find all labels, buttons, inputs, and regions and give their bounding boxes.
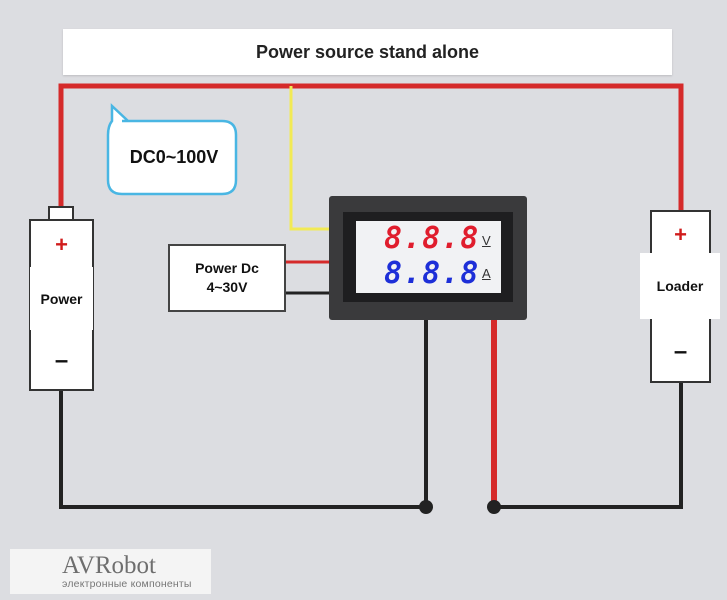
power-dc-box: Power Dc 4~30V	[168, 244, 286, 312]
meter-display	[356, 221, 501, 293]
loader-minus-sign: –	[673, 338, 688, 365]
title-banner: Power source stand alone	[63, 29, 672, 75]
power-battery-cap	[48, 206, 74, 221]
power-dc-range: 4~30V	[206, 279, 248, 295]
loader-plus-sign: +	[674, 222, 687, 247]
black-wire-right	[494, 382, 683, 509]
black-wire-left	[59, 318, 428, 509]
speech-bubble	[106, 103, 238, 196]
power-dc-title: Power Dc	[195, 260, 259, 276]
logo-name: AVRobot	[62, 551, 157, 579]
loader-battery-label: Loader	[640, 253, 720, 319]
junction-black	[419, 500, 433, 514]
power-battery-label: Power	[30, 267, 93, 330]
current-digits: 8.8.8	[384, 256, 480, 291]
voltage-range-label: DC0~100V	[129, 146, 219, 167]
current-unit: A	[482, 266, 491, 281]
logo-subtitle: электронные компоненты	[62, 577, 192, 590]
avrobot-logo: AVRobot электронные компоненты	[10, 549, 211, 594]
yellow-wire	[289, 86, 333, 231]
junction-red	[487, 500, 501, 514]
red-wire-top	[58, 83, 684, 211]
voltage-unit: V	[482, 233, 491, 248]
power-plus-sign: +	[55, 232, 68, 257]
power-minus-sign: –	[54, 347, 69, 374]
voltage-digits: 8.8.8	[384, 221, 480, 256]
